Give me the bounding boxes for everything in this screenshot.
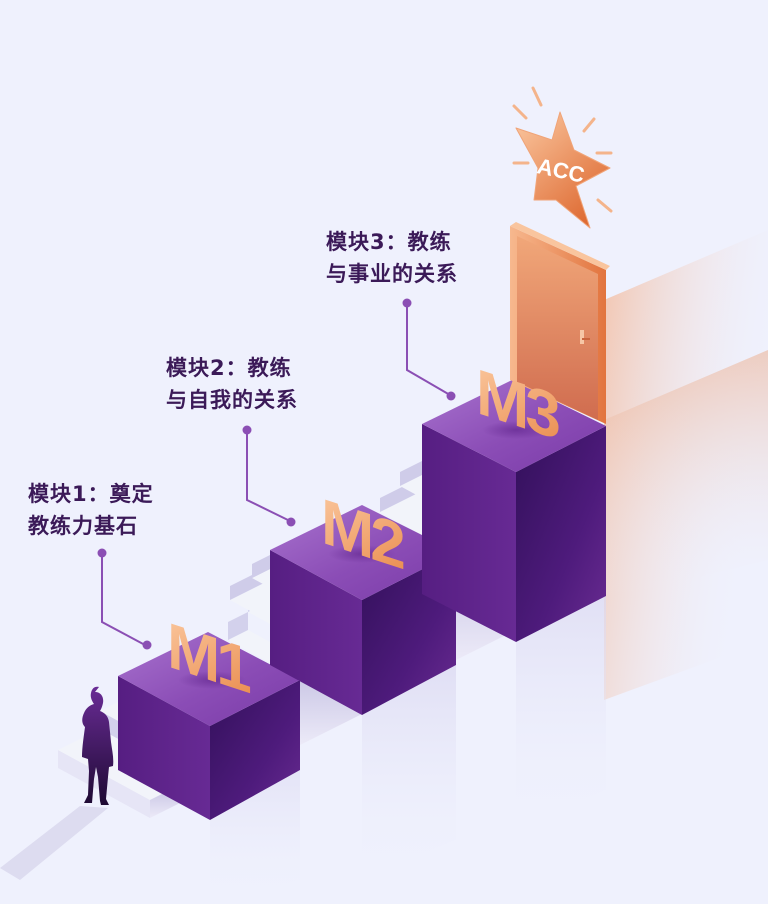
module-title-m3-line1: 模块3：教练	[326, 230, 452, 254]
connector-m1	[97, 548, 152, 650]
door-icon	[510, 222, 610, 424]
star-icon: ACC	[512, 86, 613, 229]
module-label-m1: 模块1：奠定 教练力基石	[28, 478, 154, 542]
module-label-m3: 模块3：教练 与事业的关系	[326, 226, 458, 290]
module-title-m1-line1: 模块1：奠定	[28, 482, 154, 506]
platform-m3	[422, 380, 606, 642]
module-title-m2-line2: 与自我的关系	[166, 388, 298, 412]
module-title-m3-line2: 与事业的关系	[326, 262, 458, 286]
module-title-m1-line2: 教练力基石	[28, 514, 138, 538]
module-label-m2: 模块2：教练 与自我的关系	[166, 352, 298, 416]
person-silhouette-icon	[0, 686, 114, 880]
door-light-beam	[604, 230, 768, 700]
connector-m3	[402, 298, 456, 401]
module-title-m2-line1: 模块2：教练	[166, 356, 292, 380]
platform-m1	[118, 632, 300, 820]
connector-m2	[242, 425, 296, 527]
